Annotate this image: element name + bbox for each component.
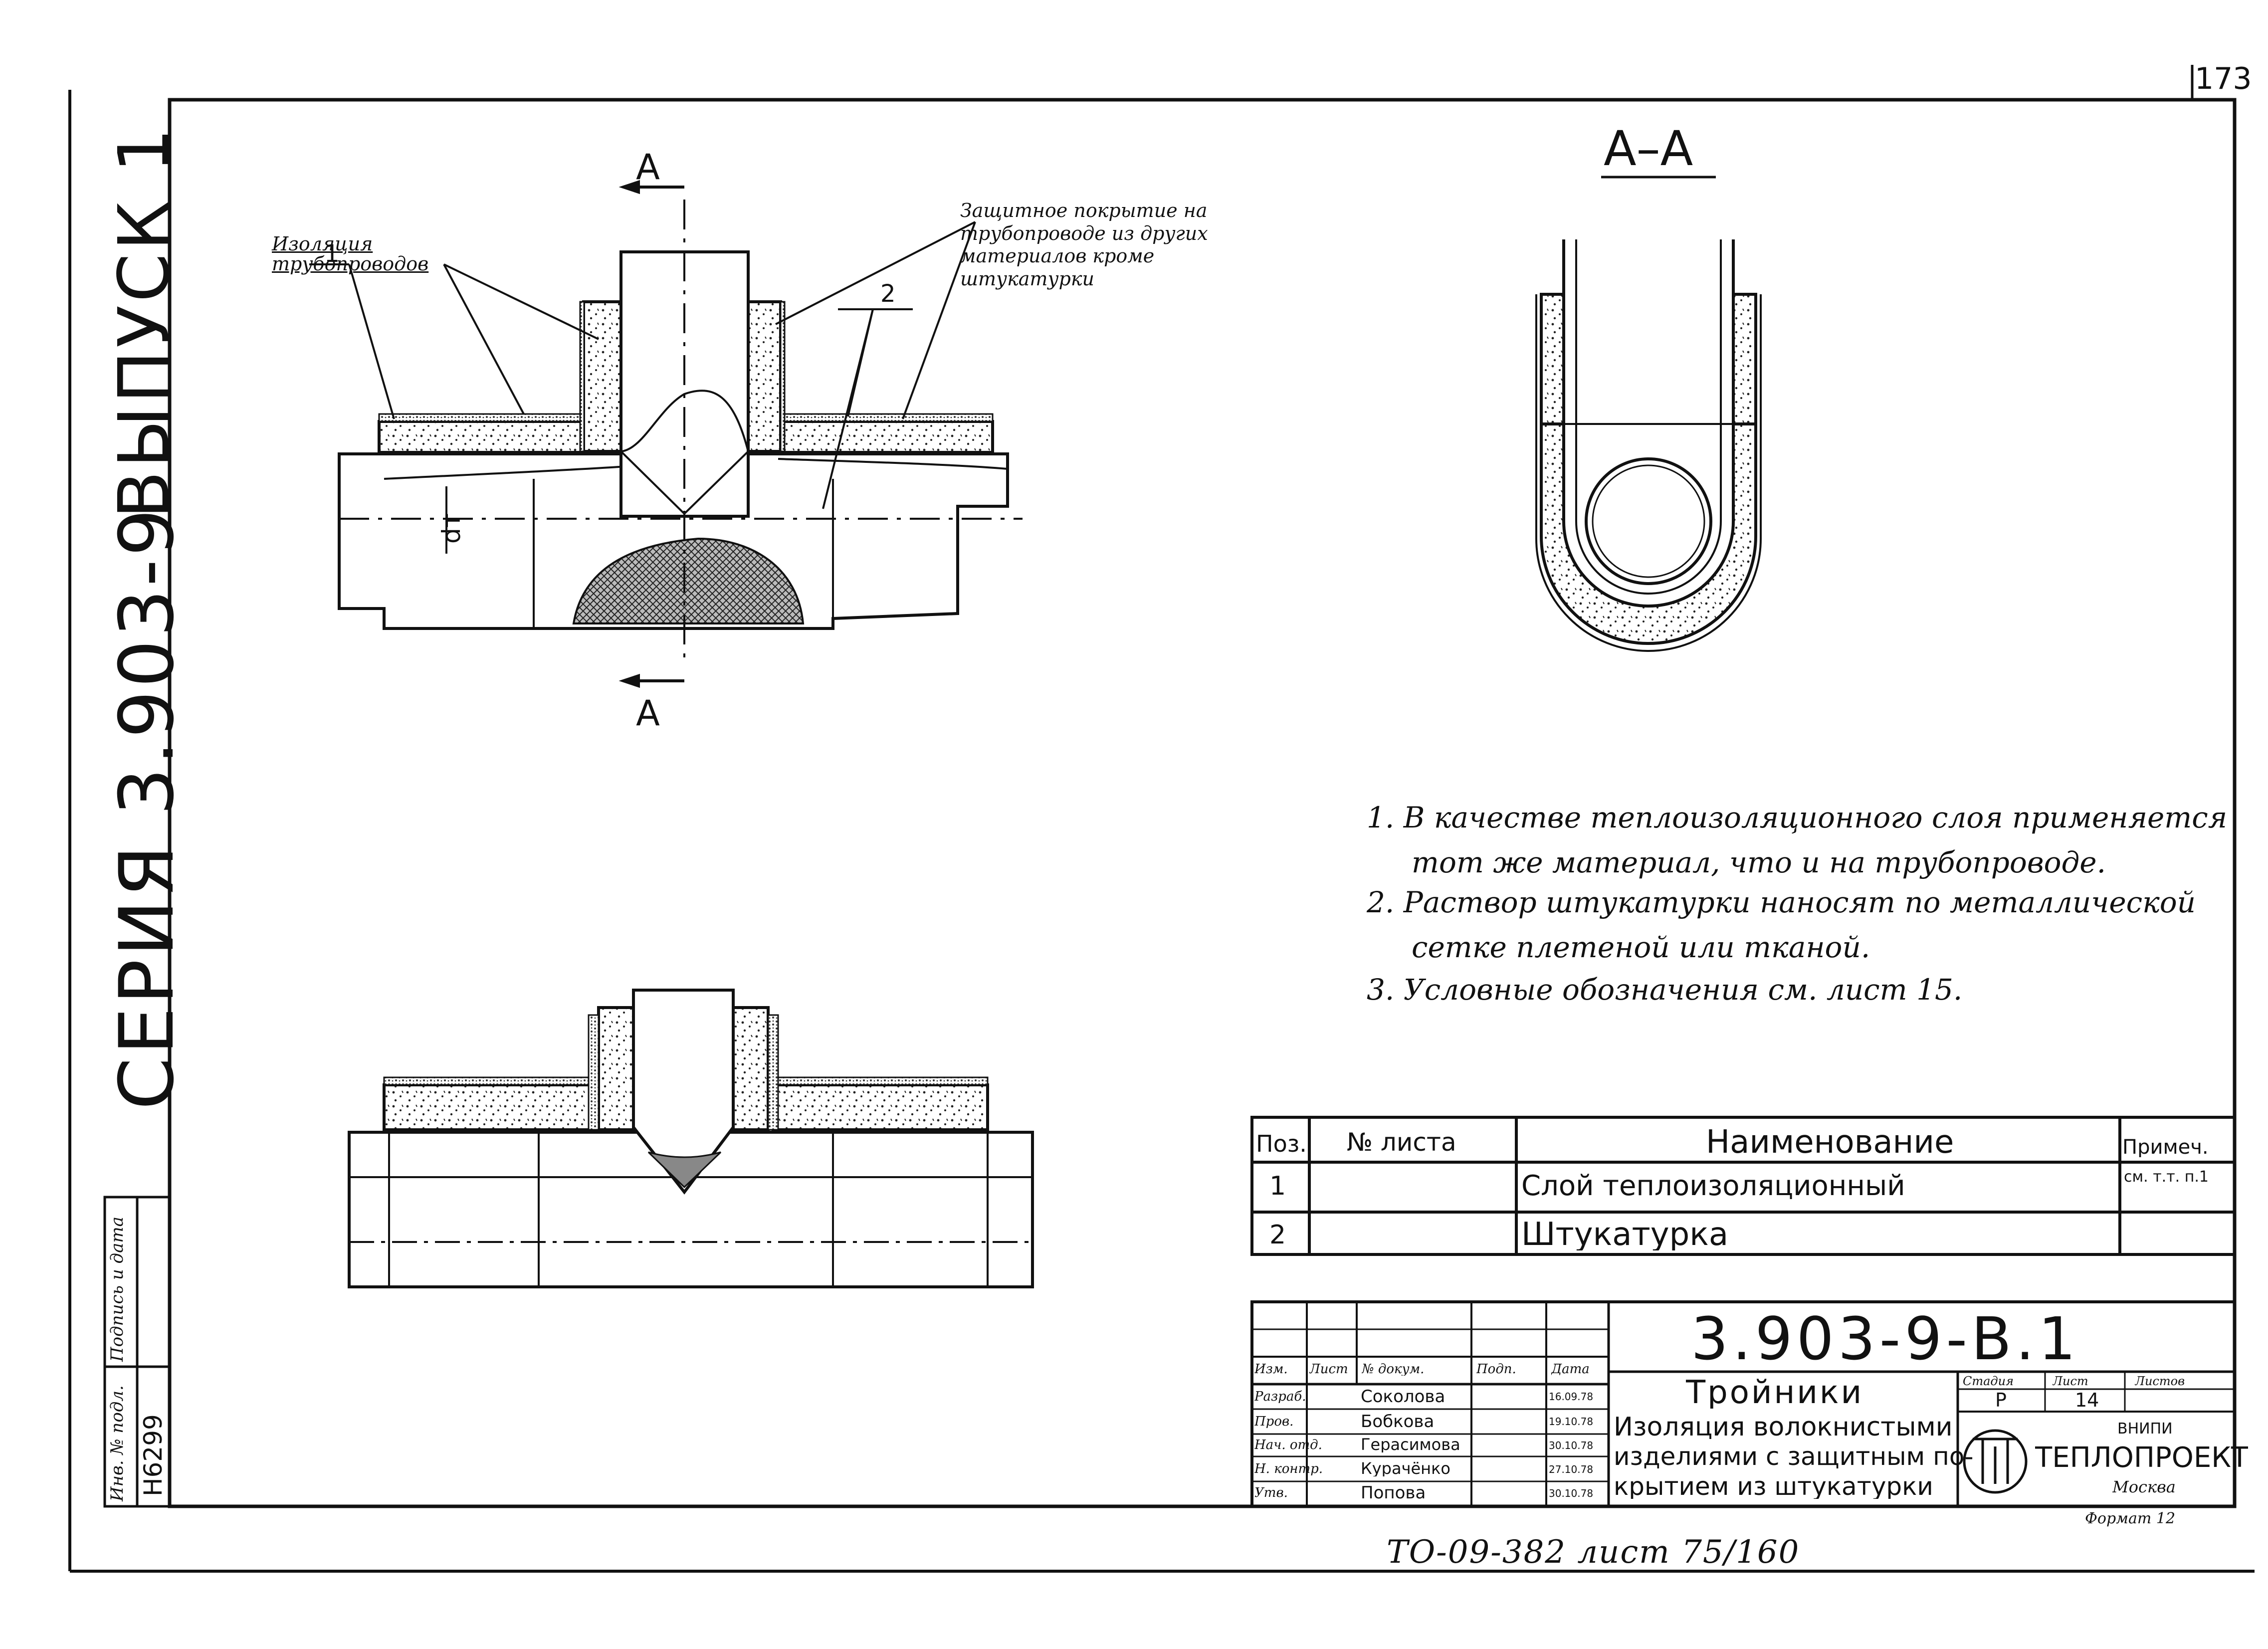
- date: 27.10.78: [1549, 1464, 1594, 1474]
- role: Разраб.: [1254, 1390, 1306, 1403]
- col-header-date: Дата: [1551, 1363, 1590, 1376]
- bottom-stamp: ТО-09-382 лист 75/160: [1387, 1534, 1800, 1571]
- person-name: Соколова: [1361, 1388, 1445, 1405]
- note-line: 1. В качестве теплоизоляционного слоя пр…: [1367, 801, 2228, 834]
- sheet-header: Лист: [2053, 1375, 2088, 1387]
- outer-frame: [68, 65, 2255, 1573]
- col-header-doc: № докум.: [1362, 1363, 1425, 1376]
- inventory-number-label: Инв. № подл.: [107, 1385, 127, 1501]
- date: 19.10.78: [1549, 1417, 1594, 1427]
- inventory-number: Н6299: [139, 1414, 168, 1496]
- col-header-list: Лист: [1309, 1363, 1348, 1376]
- date: 30.10.78: [1549, 1441, 1594, 1450]
- section-mark-top: А: [636, 147, 660, 188]
- callout-pos2: 2: [880, 280, 896, 308]
- description-line: крытием из штукатурки: [1614, 1474, 1933, 1499]
- section-view-title: А–А: [1604, 121, 1693, 177]
- title-block-grid: [1250, 1300, 2236, 1508]
- stage-value: Р: [1995, 1391, 2007, 1410]
- col-header-izm: Изм.: [1254, 1363, 1288, 1376]
- dimension-dt: dт: [437, 513, 466, 544]
- issue-label: ВЫПУСК 1: [104, 125, 185, 519]
- sheet-value: 14: [2075, 1391, 2099, 1410]
- inventory-box: [103, 1196, 171, 1508]
- bottom-drawing: [348, 989, 1034, 1288]
- person-name: Бобкова: [1361, 1413, 1435, 1430]
- callout-insulation: Изоляция трубопроводов: [272, 233, 429, 275]
- org-name: ТЕПЛОПРОЕКТ: [2035, 1444, 2249, 1472]
- spec-header-note: Примеч.: [2122, 1137, 2209, 1157]
- col-header-sign: Подп.: [1476, 1363, 1516, 1376]
- org-sub: ВНИПИ: [2117, 1422, 2173, 1437]
- spec-table-grid: [1250, 1116, 2236, 1256]
- role: Нач. отд.: [1254, 1439, 1322, 1451]
- person-name: Курачёнко: [1361, 1460, 1450, 1476]
- section-mark-bottom: А: [636, 693, 660, 734]
- spec-row-note: см. т.т. п.1: [2124, 1170, 2209, 1185]
- stage-header: Стадия: [1963, 1375, 2014, 1387]
- spec-row-name: Штукатурка: [1521, 1219, 1729, 1250]
- description-line: Изоляция волокнистыми: [1614, 1414, 1953, 1440]
- section-a-a: [1535, 176, 1762, 652]
- note-line: 3. Условные обозначения см. лист 15.: [1367, 973, 1963, 1007]
- callout-pos1: 1: [324, 240, 340, 268]
- spec-header-sheet: № листа: [1347, 1130, 1456, 1155]
- note-line: сетке плетеной или тканой.: [1412, 930, 1870, 964]
- person-name: Герасимова: [1361, 1437, 1460, 1452]
- page-number: 173: [2195, 61, 2252, 96]
- description-line: изделиями с защитным по-: [1614, 1444, 1974, 1469]
- date: 16.09.78: [1549, 1392, 1594, 1402]
- role: Пров.: [1254, 1415, 1294, 1428]
- note-line: 2. Раствор штукатурки наносят по металли…: [1367, 885, 2196, 919]
- format-label: Формат 12: [2085, 1510, 2176, 1527]
- date: 30.10.78: [1549, 1488, 1594, 1498]
- teploproekt-logo-icon: [1963, 1429, 2028, 1494]
- doc-code: 3.903-9-В.1: [1691, 1309, 2080, 1368]
- note-line: тот же материал, что и на трубопроводе.: [1412, 845, 2106, 879]
- person-name: Попова: [1361, 1484, 1426, 1501]
- callout-protective-cover: Защитное покрытие на трубопроводе из дру…: [960, 200, 1208, 290]
- spec-row-pos: 1: [1269, 1173, 1286, 1199]
- inventory-sign-label: Подпись и дата: [107, 1217, 127, 1362]
- spec-header-name: Наименование: [1706, 1126, 1954, 1158]
- spec-row-name: Слой теплоизоляционный: [1521, 1172, 1905, 1200]
- spec-header-pos: Поз.: [1256, 1132, 1307, 1155]
- org-city: Москва: [2112, 1479, 2176, 1495]
- series-label: СЕРИЯ 3.903-9: [104, 505, 191, 1110]
- role: Н. контр.: [1254, 1462, 1323, 1475]
- sheets-header: Листов: [2135, 1375, 2185, 1387]
- role: Утв.: [1254, 1486, 1288, 1499]
- top-drawing: [309, 180, 1023, 688]
- drawing-title: Тройники: [1686, 1377, 1864, 1409]
- spec-row-pos: 2: [1269, 1222, 1286, 1248]
